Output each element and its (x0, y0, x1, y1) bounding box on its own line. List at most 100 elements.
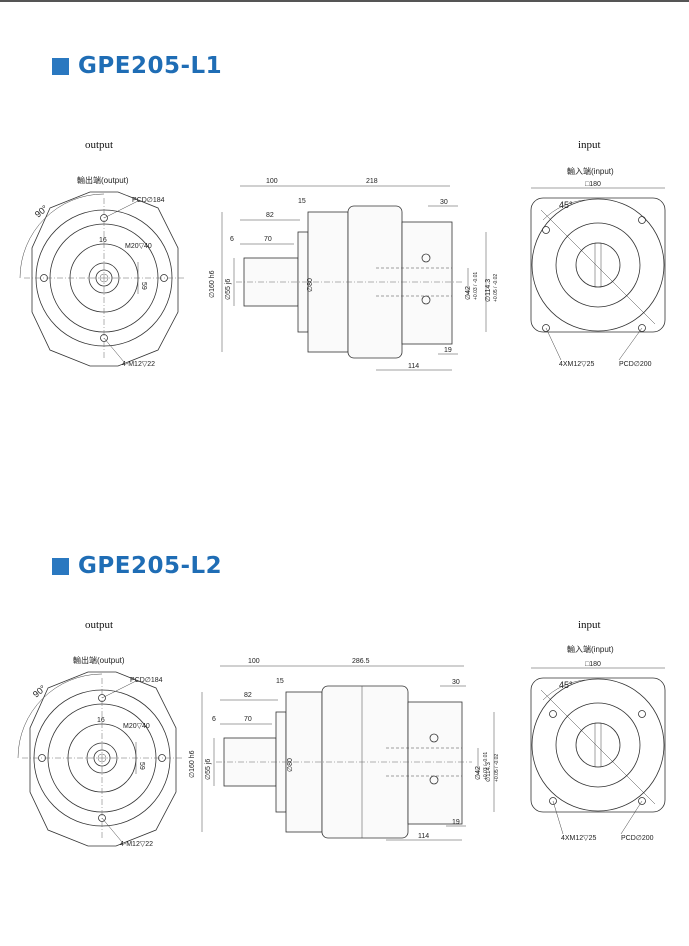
dim-16-text: 16 (97, 717, 105, 724)
square-text: □180 (585, 661, 601, 668)
dim-15-text: 15 (276, 678, 284, 685)
dim-30-text: 30 (452, 679, 460, 686)
input-pcd-text: PCD∅200 (619, 361, 652, 368)
output-end-view-drawing: 輸出端(output) 90° PCD∅184 16 M20▽40 59 4-M… (19, 175, 186, 368)
side-view-drawing: 100 218 82 15 70 6 30 ∅160 h6 ∅55 j6 ∅80… (209, 178, 499, 371)
dim-55-text: ∅55 j6 (225, 279, 232, 300)
bolt-leader (101, 817, 123, 843)
motor-adapter (401, 221, 453, 345)
bolt-leader (103, 337, 125, 363)
input-bore-circle (575, 722, 621, 768)
motor-adapter (407, 701, 463, 825)
input-side-label: 輸入端(input) (567, 644, 614, 654)
adapter-hole-top (429, 733, 439, 743)
dim-6-text: 6 (212, 716, 216, 723)
dim-59-text: 59 (140, 282, 147, 290)
input-pcd-leader (620, 800, 643, 835)
square-bullet-icon (52, 557, 69, 575)
input-bolt-text: 4XM12▽25 (561, 835, 596, 842)
dim-82-text: 82 (266, 212, 274, 219)
section-title-l2: GPE205-L2 (52, 551, 222, 581)
dim-80-text: ∅80 (307, 278, 314, 292)
dim-160-text: ∅160 h6 (189, 750, 196, 778)
output-side-label: 輸出端(output) (73, 655, 125, 665)
dim-70-text: 70 (244, 716, 252, 723)
pcd-leader (101, 679, 139, 699)
dim-15-text: 15 (298, 198, 306, 205)
dim-80-text: ∅80 (287, 758, 294, 772)
input-bolt-bl (549, 797, 557, 805)
input-bolt-tr (638, 710, 646, 718)
dim-160-text: ∅160 h6 (209, 270, 216, 298)
input-angle-text: 45° (559, 200, 573, 210)
thread-hole (97, 753, 107, 763)
dim-42-text: ∅42 (475, 766, 482, 780)
pcd-text: PCD∅184 (132, 197, 165, 204)
input-angle-arc (542, 679, 586, 701)
dim-100-text: 100 (248, 658, 260, 665)
input-end-view-drawing: 輸入端(input) □180 45° 4XM12▽25 PCD∅200 (530, 644, 666, 842)
input-bolt-br (638, 797, 646, 805)
dim-59-text: 59 (138, 762, 145, 770)
output-flange-outline (31, 191, 179, 367)
output-label: output (85, 619, 114, 631)
clamp-slot (594, 722, 602, 768)
dim-114-text: 114 (408, 363, 419, 370)
input-bore-circle (575, 242, 621, 288)
input-bolt-tl (549, 710, 557, 718)
clamp-slot (594, 242, 602, 288)
dim-19-text: 19 (444, 347, 452, 354)
input-bolt-bl (542, 324, 550, 332)
adapter-hole-bottom (429, 775, 439, 785)
input-pilot-circle (555, 702, 641, 788)
shaft-outer (86, 742, 118, 774)
input-outer-circle (531, 198, 665, 332)
input-pilot-circle (555, 222, 641, 308)
section-title-l1: GPE205-L1 (52, 51, 222, 81)
input-side-label: 輸入端(input) (567, 166, 614, 176)
input-bolt-tr (638, 216, 646, 224)
diag-line (540, 689, 656, 805)
input-square-flange (530, 677, 666, 813)
angle-arc (19, 193, 105, 279)
thread-text: M20▽40 (123, 723, 150, 730)
dim-114-3-text: ∅114.3 (485, 762, 492, 782)
adapter-hole-bottom (421, 295, 431, 305)
input-square-flange (530, 197, 666, 333)
thread-hole (99, 273, 109, 283)
dim-30-text: 30 (440, 199, 448, 206)
dim-6-text: 6 (230, 236, 234, 243)
diag-line (540, 209, 656, 325)
input-label: input (578, 619, 601, 631)
side-view-drawing: 100 286.5 82 15 70 6 30 ∅160 h6 ∅55 j6 ∅… (189, 658, 500, 841)
input-end-view-drawing: 輸入端(input) □180 45° 4XM12▽25 PCD∅200 (530, 166, 666, 368)
dim-42-text: ∅42 (465, 286, 472, 300)
square-bullet-icon (52, 57, 69, 75)
section-title-text: GPE205-L1 (78, 53, 223, 79)
input-label: input (578, 139, 601, 151)
dim-55-text: ∅55 j6 (205, 759, 212, 780)
output-end-view-drawing: 輸出端(output) 90° PCD∅184 16 M20▽40 59 4-M… (17, 655, 184, 848)
angle-text: 90° (31, 683, 48, 700)
input-bolt-leader (552, 800, 564, 835)
dim-70-text: 70 (264, 236, 272, 243)
top-border-line (0, 0, 689, 2)
dim-100-text: 100 (266, 178, 278, 185)
input-angle-text: 45° (559, 680, 573, 690)
bolt-text: 4-M12▽22 (122, 361, 155, 368)
dim-114-text: 114 (418, 833, 429, 840)
dim-16-text: 16 (99, 237, 107, 244)
dim-114-3-tol-text: +0.05 / -0.02 (494, 754, 500, 782)
angle-text: 90° (33, 203, 50, 220)
adapter-hole-top (421, 253, 431, 263)
input-bolt-leader (545, 327, 562, 361)
bolt-text: 4-M12▽22 (120, 841, 153, 848)
input-bolt-tl (542, 226, 550, 234)
output-label: output (85, 139, 114, 151)
input-angle-arc (542, 199, 586, 221)
thread-text: M20▽40 (125, 243, 152, 250)
dim-19-text: 19 (452, 819, 460, 826)
dim-114-3-text: ∅114.3 (485, 279, 492, 302)
dim-82-text: 82 (244, 692, 252, 699)
dim-42-tol-text: +0.03 / -0.01 (473, 272, 479, 300)
